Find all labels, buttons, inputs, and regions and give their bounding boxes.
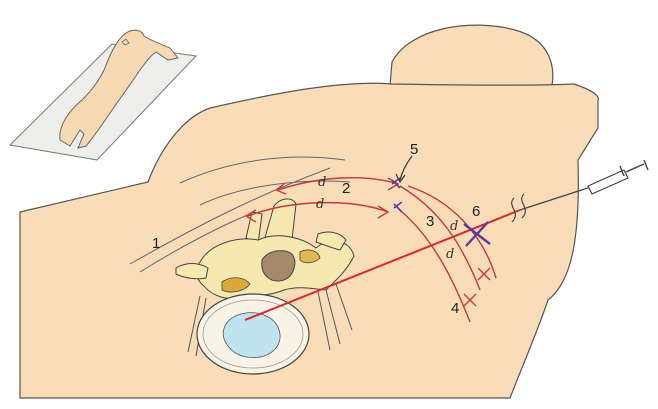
label-6: 6	[472, 203, 480, 220]
nerve-arc-long	[399, 185, 481, 291]
label-2: 2	[342, 180, 350, 197]
label-5-pointer	[399, 155, 413, 181]
cross-mark-violet-small-2	[393, 201, 403, 213]
nerve-arc-long-2	[401, 211, 471, 323]
d-label-arc-lower: d	[446, 247, 454, 262]
transverse-process-right	[315, 231, 347, 251]
nerve-arcs	[244, 177, 497, 323]
skin-contour-line-2	[139, 213, 251, 273]
nerve-arc-lower-arrowhead-left	[244, 209, 257, 223]
needle-syringe	[511, 159, 649, 223]
label-4: 4	[451, 300, 459, 317]
facet-joint-shading-2	[299, 249, 321, 264]
label-5-pointer-head	[395, 173, 406, 184]
d-label-upper: d	[318, 175, 326, 190]
body-hip	[389, 24, 554, 87]
label-5: 5	[410, 141, 418, 158]
nerve-arc-upper	[277, 177, 399, 191]
facet-joint-shading	[221, 277, 251, 293]
needle-shaft	[519, 183, 601, 211]
nerve-arc-upper-arrowhead-left	[274, 183, 287, 195]
needle-break-symbol	[511, 193, 526, 223]
patient-inset	[8, 29, 198, 161]
disc-nucleus	[222, 312, 281, 358]
syringe-body	[587, 169, 629, 195]
vertebra	[175, 198, 355, 375]
skin-fold-line-1	[179, 156, 346, 184]
skin-contour-line-1	[129, 167, 331, 265]
nerve-arc-lower-arrowhead-right	[377, 205, 390, 219]
label-3: 3	[426, 213, 434, 230]
nerve-arc-upper-arrowhead-right	[387, 177, 400, 191]
cross-mark-red-2	[463, 293, 477, 307]
vertebral-body-ring	[202, 299, 304, 369]
d-label-lower: d	[316, 197, 324, 212]
d-label-arc: d	[450, 219, 458, 234]
skin-fold-line-2	[199, 180, 351, 206]
nerve-arc-lower	[247, 201, 389, 217]
label-1: 1	[152, 235, 160, 252]
cross-mark-red-1	[477, 267, 491, 281]
nerve-arc-outer	[407, 185, 497, 279]
syringe-plunger	[619, 159, 649, 177]
inset-patient-figure	[59, 29, 179, 149]
transverse-process-left	[175, 263, 209, 280]
needle-trajectory-line	[244, 209, 521, 321]
cross-mark-violet-main	[463, 221, 491, 247]
body-outline	[19, 82, 599, 399]
inset-back-mark	[121, 38, 130, 46]
body-block	[19, 24, 599, 399]
spinal-canal	[261, 250, 296, 282]
